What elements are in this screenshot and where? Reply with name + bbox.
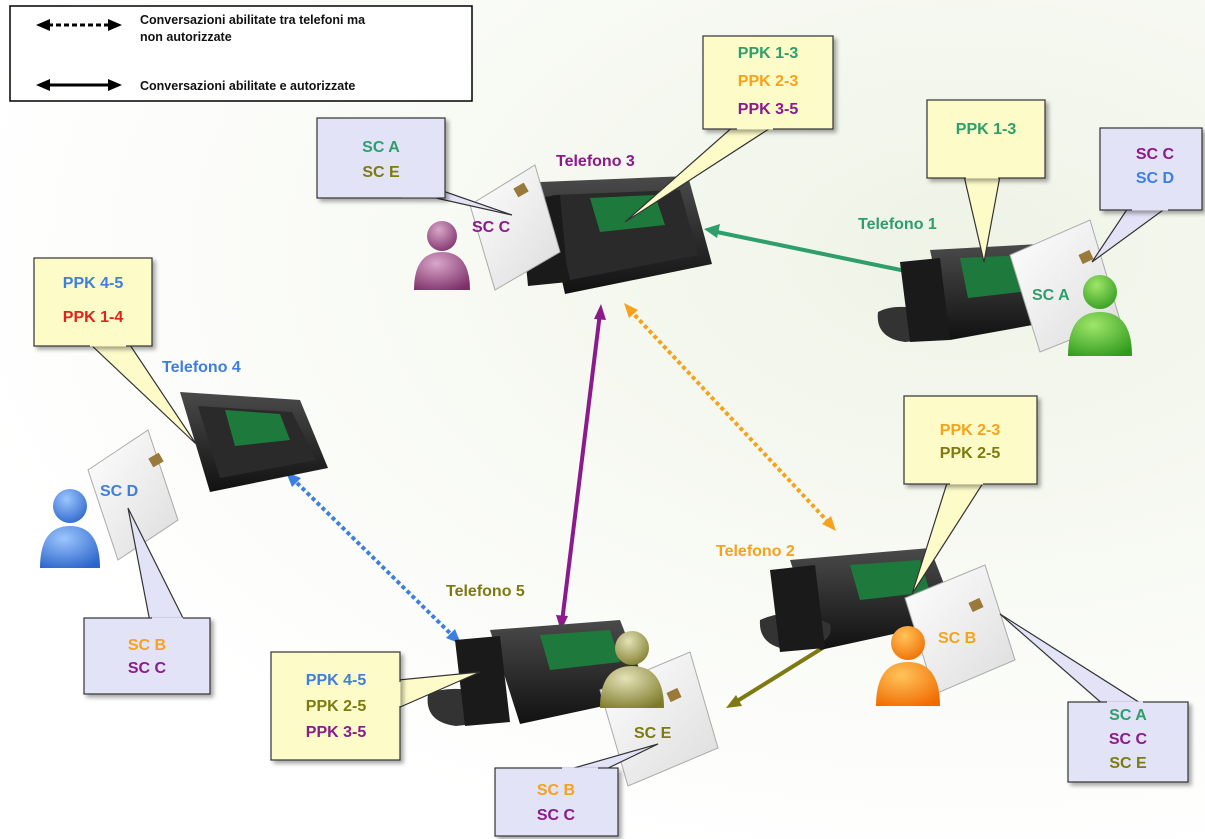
connection-t3-t5 bbox=[556, 304, 606, 631]
legend-dashed-label-line1: Conversazioni abilitate tra telefoni ma bbox=[140, 13, 366, 27]
callout-t2-card-2: SC C bbox=[1109, 731, 1148, 748]
callout-phone-3-keys: PPK 1-3 PPK 2-3 PPK 3-5 bbox=[624, 35, 834, 223]
phone-2-card-label: SC B bbox=[938, 630, 976, 647]
legend-dashed-arrow-icon bbox=[36, 19, 122, 31]
phone-4-label: Telefono 4 bbox=[162, 359, 241, 376]
phone-2-smart-card bbox=[904, 564, 1016, 695]
callout-t5-card-2: SC C bbox=[537, 807, 576, 824]
legend: Conversazioni abilitate tra telefoni ma … bbox=[9, 5, 473, 102]
callout-t1-key-1: PPK 1-3 bbox=[956, 121, 1017, 138]
phone-3: Telefono 3 SC C bbox=[414, 153, 712, 294]
phone-4-user-icon bbox=[40, 489, 100, 568]
connection-t3-t2-dashed bbox=[624, 303, 836, 531]
phone-1: Telefono 1 SC A bbox=[858, 216, 1132, 356]
phone-2-user-icon bbox=[876, 626, 940, 706]
phone-3-smart-card bbox=[469, 164, 561, 291]
callout-t3-key-1: PPK 1-3 bbox=[738, 45, 799, 62]
callout-phone-2-keys: PPK 2-3 PPK 2-5 bbox=[903, 395, 1038, 595]
callout-t5-card-1: SC B bbox=[537, 782, 575, 799]
phone-5: Telefono 5 SC E bbox=[427, 583, 719, 787]
callout-t1-card-1: SC C bbox=[1136, 146, 1175, 163]
phone-4: Telefono 4 SC D bbox=[40, 359, 328, 568]
callout-t1-card-2: SC D bbox=[1136, 170, 1174, 187]
phone-2-label: Telefono 2 bbox=[716, 543, 795, 560]
phone-2: Telefono 2 SC B bbox=[716, 543, 1016, 706]
callout-phone-1-cards: SC C SC D bbox=[1091, 127, 1203, 263]
callout-phone-4-cards: SC B SC C bbox=[83, 507, 211, 695]
callout-t2-key-1: PPK 2-3 bbox=[940, 422, 1001, 439]
phone-5-card-label: SC E bbox=[634, 725, 672, 742]
legend-solid-label: Conversazioni abilitate e autorizzate bbox=[140, 79, 355, 93]
callout-t2-card-3: SC E bbox=[1109, 755, 1147, 772]
callout-t5-key-2: PPK 2-5 bbox=[306, 698, 367, 715]
callout-t4-key-1: PPK 4-5 bbox=[63, 275, 124, 292]
callout-phone-2-cards: SC A SC C SC E bbox=[999, 613, 1189, 783]
phone-3-card-label: SC C bbox=[472, 219, 511, 236]
callout-t2-card-1: SC A bbox=[1109, 707, 1147, 724]
callout-t4-key-2: PPK 1-4 bbox=[63, 309, 124, 326]
callout-phone-5-cards: SC B SC C bbox=[494, 743, 659, 837]
callout-phone-4-keys: PPK 4-5 PPK 1-4 bbox=[33, 257, 197, 445]
phone-1-card-label: SC A bbox=[1032, 287, 1070, 304]
callout-t2-key-2: PPK 2-5 bbox=[940, 445, 1001, 462]
phone-3-user-icon bbox=[414, 221, 470, 290]
callout-phone-5-keys: PPK 4-5 PPK 2-5 PPK 3-5 bbox=[270, 651, 481, 761]
phone-5-user-icon bbox=[600, 631, 664, 708]
callout-t5-key-3: PPK 3-5 bbox=[306, 724, 367, 741]
callout-t4-card-2: SC C bbox=[128, 660, 167, 677]
callout-t3-key-2: PPK 2-3 bbox=[738, 73, 799, 90]
connection-t4-t5-dashed bbox=[286, 472, 461, 644]
callout-phone-1-keys: PPK 1-3 bbox=[926, 99, 1046, 263]
phone-1-user-icon bbox=[1068, 275, 1132, 356]
phone-4-smart-card bbox=[87, 429, 179, 561]
callout-t4-card-1: SC B bbox=[128, 637, 166, 654]
phone-2-icon bbox=[759, 548, 958, 652]
phone-1-label: Telefono 1 bbox=[858, 216, 937, 233]
callout-t3-card-1: SC A bbox=[362, 139, 400, 156]
legend-dashed-label-line2: non autorizzate bbox=[140, 30, 232, 44]
callout-t3-card-2: SC E bbox=[362, 164, 400, 181]
callout-phone-3-cards: SC A SC E bbox=[316, 117, 513, 216]
phone-4-card-label: SC D bbox=[100, 483, 138, 500]
phone-5-label: Telefono 5 bbox=[446, 583, 525, 600]
phone-3-label: Telefono 3 bbox=[556, 153, 635, 170]
callout-t3-key-3: PPK 3-5 bbox=[738, 101, 799, 118]
legend-solid-arrow-icon bbox=[36, 79, 122, 91]
callout-t5-key-1: PPK 4-5 bbox=[306, 672, 367, 689]
phone-4-icon bbox=[180, 392, 328, 492]
